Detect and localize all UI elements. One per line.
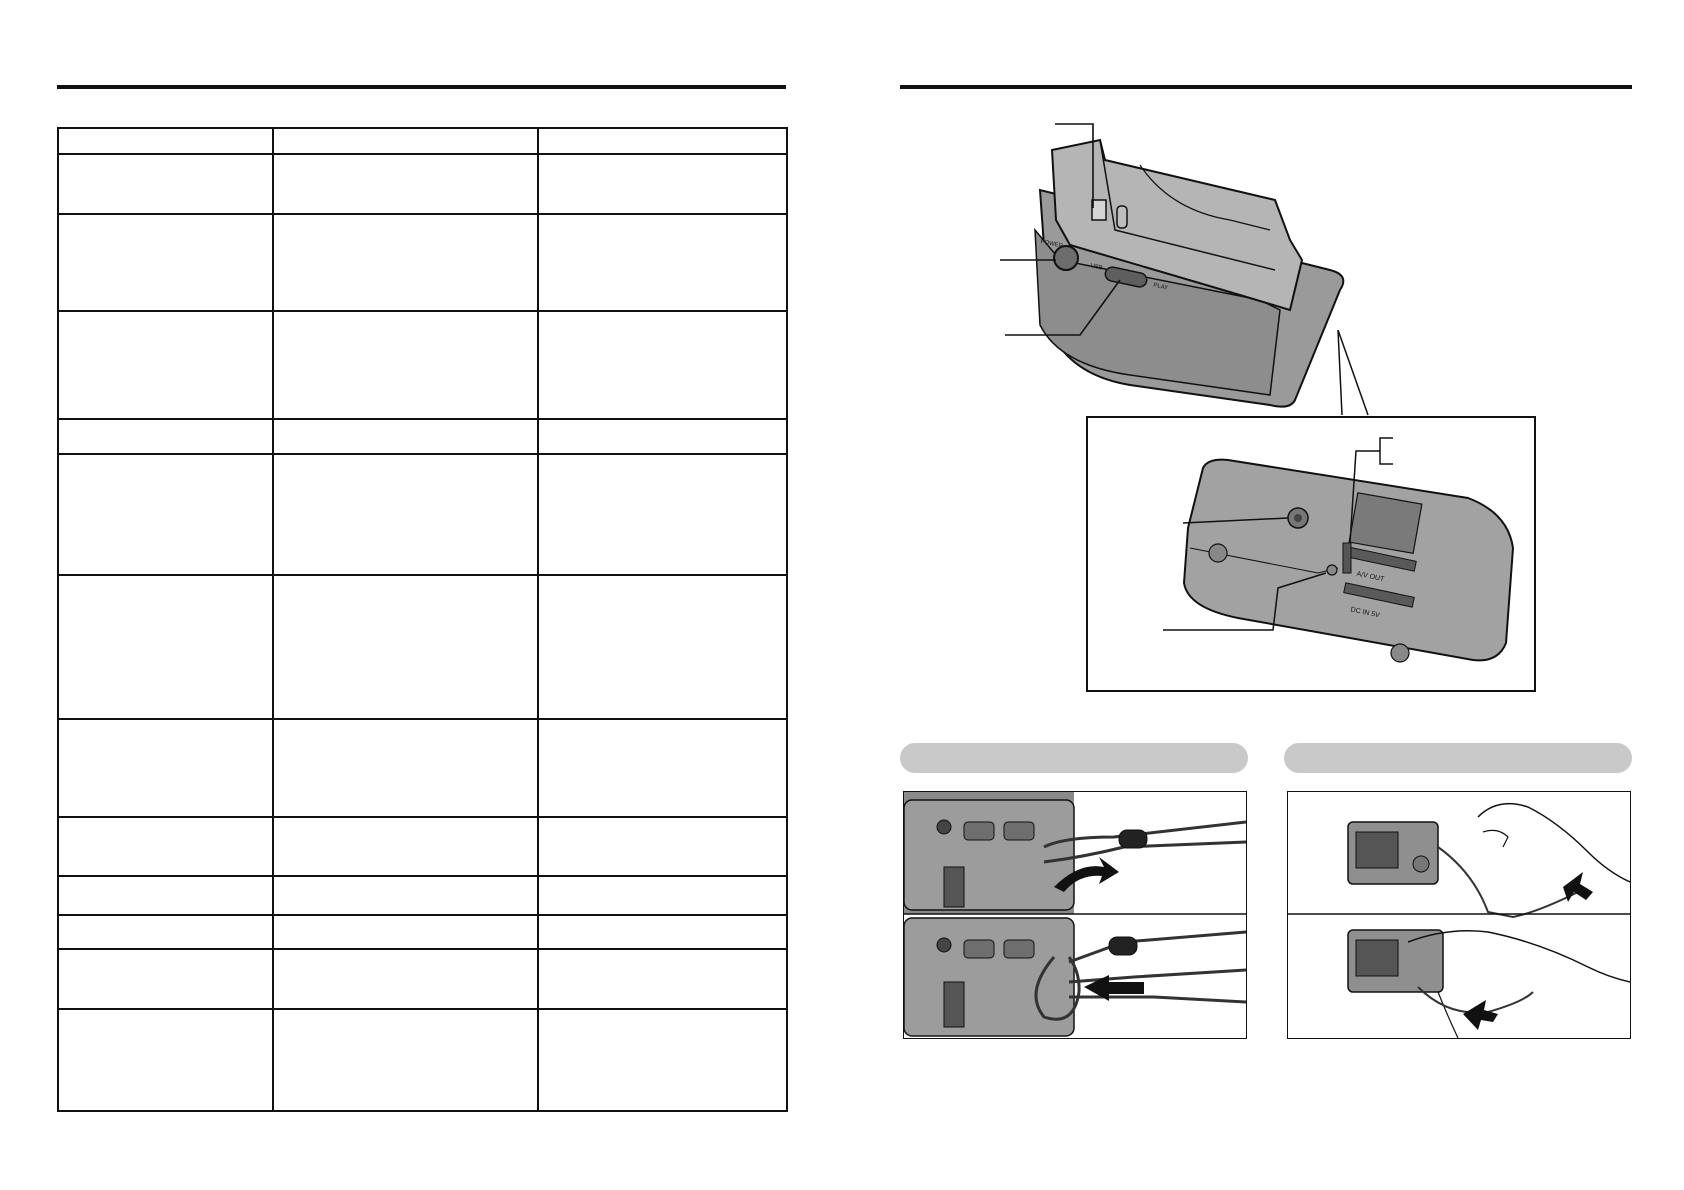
table-cell	[272, 153, 539, 215]
table-row	[57, 875, 788, 916]
table-cell	[537, 718, 788, 818]
arrow-up-right	[1563, 872, 1593, 902]
table-cell	[272, 574, 539, 720]
table-cell	[537, 453, 788, 576]
table-row	[57, 453, 788, 576]
table-cell	[537, 153, 788, 215]
column-header	[272, 127, 539, 155]
table-cell	[57, 914, 274, 950]
leader-line	[1005, 279, 1121, 336]
camera-connector	[1091, 199, 1107, 221]
screw-hole	[1208, 543, 1228, 563]
strap-loop	[1034, 956, 1081, 1021]
zoom-callout-lines	[1337, 329, 1369, 416]
table-row	[57, 418, 788, 455]
table-cell	[57, 948, 274, 1010]
left-page-header-rule	[57, 85, 786, 89]
column-header	[57, 127, 274, 155]
table-row	[57, 213, 788, 312]
table-row	[57, 153, 788, 215]
table-cell	[272, 816, 539, 877]
strap-cord	[1043, 820, 1246, 849]
table-cell	[272, 453, 539, 576]
strap-wear-drawing	[1288, 802, 1630, 1038]
table-cell	[272, 914, 539, 950]
small-hole	[1326, 564, 1338, 576]
cradle-underside-detail: A/V OUT DC IN 5V	[1086, 416, 1536, 692]
left-section-title-bar	[900, 743, 1248, 773]
table-cell	[537, 875, 788, 916]
table-cell	[57, 310, 274, 420]
table-cell	[57, 418, 274, 455]
table-cell	[272, 213, 539, 312]
table-cell	[272, 1008, 539, 1112]
table-header-row	[57, 127, 788, 155]
strap-wear-photos	[1287, 791, 1631, 1039]
leader-line	[1163, 572, 1327, 631]
usb-play-switch	[1104, 266, 1148, 288]
camera-body	[904, 799, 1075, 911]
camera-bay	[1050, 138, 1304, 312]
underside-drawing: A/V OUT DC IN 5V	[1163, 437, 1515, 663]
table-row	[57, 816, 788, 877]
table-cell	[57, 816, 274, 877]
table-cell	[272, 875, 539, 916]
leader-line	[1182, 517, 1289, 524]
strap-attach-drawing	[904, 792, 1246, 1037]
table-cell	[537, 948, 788, 1010]
leader-line	[1055, 123, 1094, 208]
dc-in-port-shape	[1343, 582, 1415, 608]
wrist-strap	[1437, 846, 1579, 919]
table-cell	[272, 718, 539, 818]
table-cell	[537, 914, 788, 950]
power-button-shape	[1053, 245, 1079, 271]
table-cell	[57, 1008, 274, 1112]
table-row	[57, 1008, 788, 1112]
table-cell	[272, 310, 539, 420]
table-cell	[57, 453, 274, 576]
table-row	[57, 310, 788, 420]
strap-attach-photos	[903, 791, 1247, 1039]
hand-outline	[1407, 930, 1630, 983]
usb-label: USB	[1090, 263, 1103, 271]
leader-line	[1349, 437, 1393, 544]
screw-hole	[1390, 643, 1410, 663]
table-cell	[57, 213, 274, 312]
right-section-title-bar	[1284, 743, 1632, 773]
troubleshooting-table	[57, 127, 788, 1112]
table-cell	[57, 153, 274, 215]
table-row	[57, 948, 788, 1010]
table-cell	[57, 718, 274, 818]
table-cell	[57, 574, 274, 720]
table-cell	[537, 1008, 788, 1112]
table-row	[57, 914, 788, 950]
port-slot	[1342, 542, 1352, 574]
table-cell	[537, 574, 788, 720]
table-cell	[537, 213, 788, 312]
cradle-drawing: POWER USB PLAY	[1000, 123, 1345, 408]
table-cell	[272, 418, 539, 455]
positioning-pin	[1116, 205, 1128, 229]
cradle-illustration: POWER USB PLAY	[990, 110, 1540, 410]
hand-outline	[1477, 802, 1630, 883]
table-row	[57, 718, 788, 818]
right-page-header-rule	[900, 85, 1632, 89]
arrow-left	[1084, 975, 1144, 1001]
table-row	[57, 574, 788, 720]
table-cell	[537, 418, 788, 455]
table-cell	[57, 875, 274, 916]
column-header	[537, 127, 788, 155]
table-cell	[537, 310, 788, 420]
power-label: POWER	[1040, 239, 1064, 250]
arrow-curved	[1054, 857, 1119, 892]
cradle-front-face	[1034, 227, 1281, 396]
arrow-up-right	[1463, 1000, 1498, 1030]
play-label: PLAY	[1153, 283, 1169, 292]
table-cell	[272, 948, 539, 1010]
table-cell	[537, 816, 788, 877]
rubber-pad	[1348, 492, 1423, 555]
